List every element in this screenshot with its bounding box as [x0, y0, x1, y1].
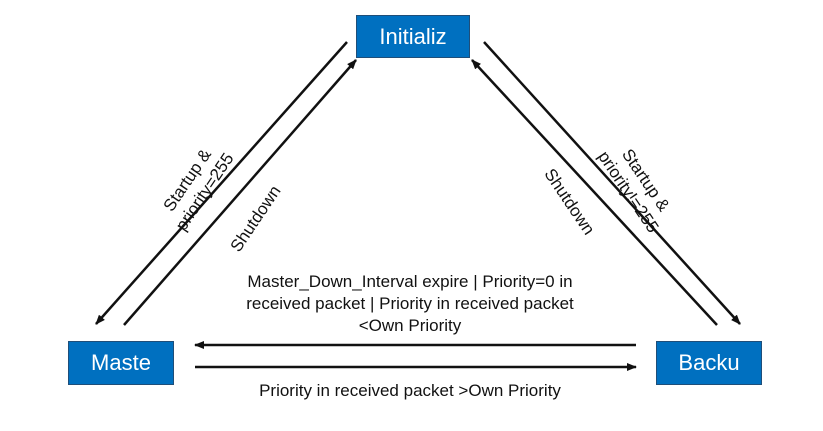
arrow-init-to-backup — [483, 41, 741, 325]
label-backup-to-master: Master_Down_Interval expire | Priority=0… — [150, 271, 670, 337]
label-backup-to-master-line-3: <Own Priority — [358, 316, 462, 335]
state-master: Maste — [68, 341, 174, 385]
state-backup-label: Backu — [678, 350, 740, 375]
state-master-label: Maste — [91, 350, 151, 375]
arrow-init-to-master — [95, 41, 348, 325]
label-backup-to-master-line-1: Master_Down_Interval expire | Priority=0… — [247, 272, 573, 291]
state-initialize: Initializ — [356, 15, 470, 58]
label-master-to-backup: Priority in received packet >Own Priorit… — [259, 381, 561, 400]
label-backup-to-master-line-2: received packet | Priority in received p… — [246, 294, 574, 313]
state-backup: Backu — [656, 341, 762, 385]
arrow-backup-to-init — [471, 59, 718, 326]
arrow-master-to-init — [123, 59, 357, 326]
state-initialize-label: Initializ — [379, 23, 447, 49]
